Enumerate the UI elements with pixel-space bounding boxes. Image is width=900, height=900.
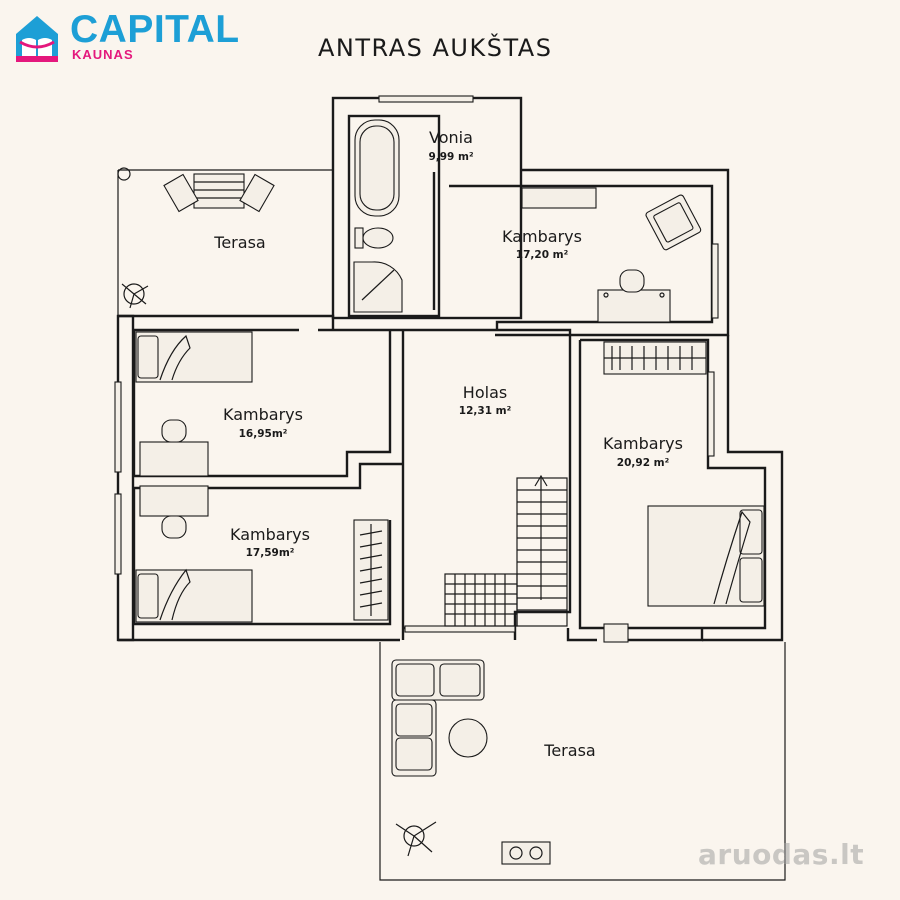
brand-logo: CAPITAL KAUNAS: [12, 10, 239, 64]
sun-lounger-icon: [163, 173, 275, 213]
svg-text:Kambarys: Kambarys: [502, 227, 582, 246]
svg-text:Terasa: Terasa: [213, 233, 265, 252]
svg-text:Vonia: Vonia: [429, 128, 473, 147]
windows: [114, 95, 719, 643]
svg-text:Kambarys: Kambarys: [223, 405, 303, 424]
svg-text:Holas: Holas: [463, 383, 507, 402]
chair-icon: [619, 269, 645, 293]
shower-icon: [353, 261, 403, 313]
plant-icon: [501, 841, 551, 865]
brand-city: KAUNAS: [72, 47, 134, 62]
room-label-terasa-bottom: Terasa: [543, 741, 595, 760]
wardrobe-icon: [603, 341, 707, 375]
plant-icon: [395, 821, 437, 857]
svg-text:Kambarys: Kambarys: [230, 525, 310, 544]
svg-text:20,92 m²: 20,92 m²: [617, 457, 670, 469]
room-label-kambarys-left-upper: Kambarys 16,95m²: [223, 405, 303, 440]
page-title: ANTRAS AUKŠTAS: [318, 34, 553, 62]
wardrobe-icon: [353, 519, 389, 621]
plant-icon: [121, 283, 149, 309]
watermark: aruodas.lt: [698, 838, 865, 871]
desk-icon: [597, 289, 671, 323]
room-label-holas: Holas 12,31 m²: [459, 383, 512, 417]
desk-icon: [139, 419, 209, 477]
armchair-icon: [645, 194, 702, 251]
desk-icon: [139, 485, 209, 539]
bed-icon: [647, 505, 765, 607]
table-icon: [448, 718, 488, 758]
room-label-kambarys-top: Kambarys 17,20 m²: [502, 227, 582, 261]
stairs-icon: [444, 474, 568, 627]
bed-icon: [135, 568, 253, 623]
bathtub-icon: [354, 119, 400, 217]
svg-text:Terasa: Terasa: [543, 741, 595, 760]
room-label-kambarys-right: Kambarys 20,92 m²: [603, 434, 683, 469]
svg-text:16,95m²: 16,95m²: [239, 428, 288, 440]
walls: [116, 96, 786, 881]
toilet-icon: [354, 227, 394, 249]
wardrobe-icon: [521, 187, 597, 209]
room-label-kambarys-left-lower: Kambarys 17,59m²: [230, 525, 310, 559]
room-label-vonia: Vonia 9,99 m²: [428, 128, 474, 163]
svg-text:Kambarys: Kambarys: [603, 434, 683, 453]
svg-text:9,99 m²: 9,99 m²: [428, 151, 474, 163]
house-logo-icon: [16, 16, 58, 62]
sofa-icon: [391, 659, 485, 777]
room-label-terasa-left: Terasa: [213, 233, 265, 252]
svg-text:17,20 m²: 17,20 m²: [516, 249, 569, 261]
bed-icon: [135, 331, 253, 383]
brand-name: CAPITAL: [70, 8, 240, 51]
svg-text:17,59m²: 17,59m²: [246, 547, 295, 559]
svg-text:12,31 m²: 12,31 m²: [459, 405, 512, 417]
